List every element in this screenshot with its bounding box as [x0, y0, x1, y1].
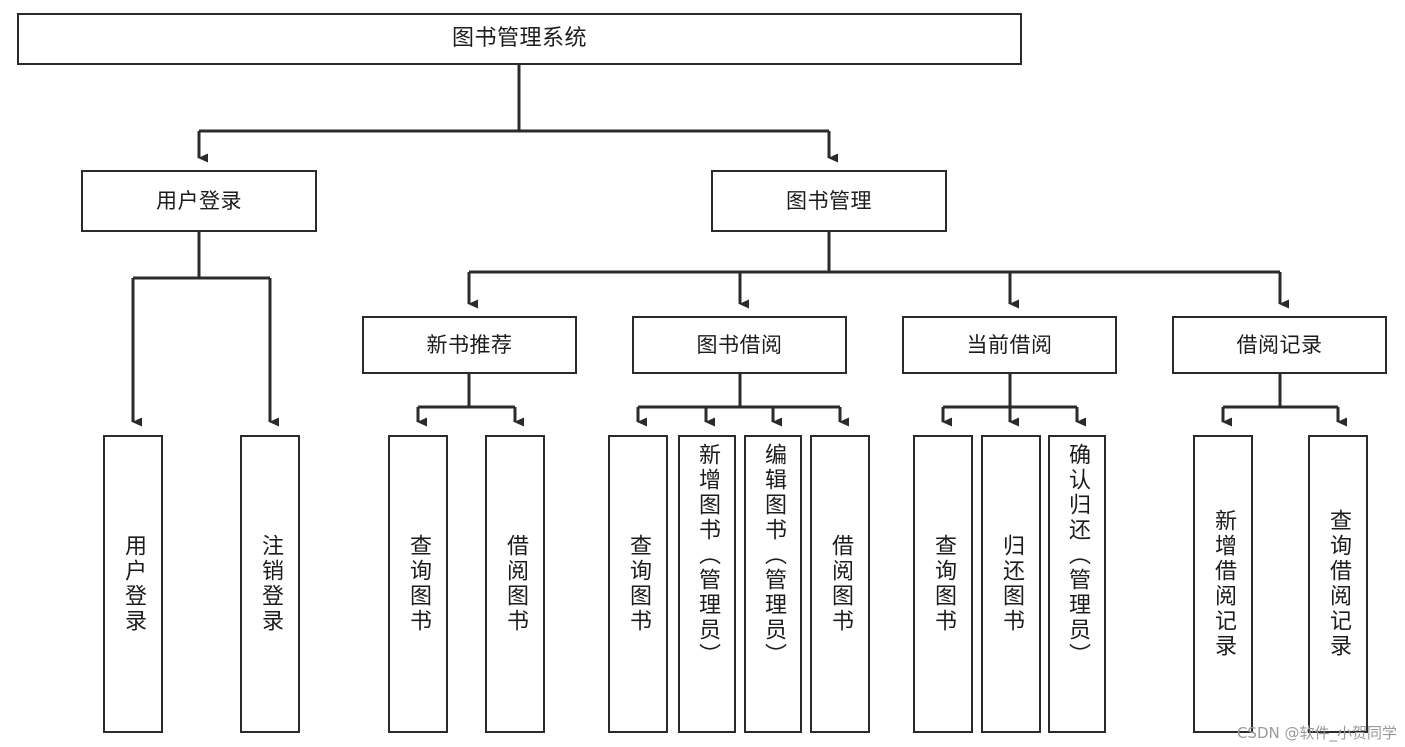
- node-leaf-query-book-recommend[interactable]: 查询图书: [388, 435, 448, 733]
- node-label: 借阅图书: [828, 534, 853, 634]
- node-leaf-edit-book[interactable]: 编辑图书（管理员）: [744, 435, 802, 733]
- node-label: 查询图书: [406, 534, 431, 634]
- node-leaf-confirm-return[interactable]: 确认归还（管理员）: [1048, 435, 1106, 733]
- node-root-system[interactable]: 图书管理系统: [17, 13, 1022, 65]
- node-label: 编辑图书（管理员）: [761, 443, 786, 668]
- node-borrow-record[interactable]: 借阅记录: [1172, 316, 1387, 374]
- node-label: 借阅记录: [1236, 332, 1323, 357]
- node-label: 用户登录: [121, 534, 146, 634]
- node-label: 新书推荐: [426, 332, 513, 357]
- node-label: 查询借阅记录: [1326, 509, 1351, 659]
- node-label: 查询图书: [931, 534, 956, 634]
- node-label: 归还图书: [999, 534, 1024, 634]
- node-new-book-recommend[interactable]: 新书推荐: [362, 316, 577, 374]
- node-leaf-query-book-current[interactable]: 查询图书: [913, 435, 973, 733]
- node-leaf-query-book-borrow[interactable]: 查询图书: [608, 435, 668, 733]
- node-leaf-borrow-book[interactable]: 借阅图书: [810, 435, 870, 733]
- node-leaf-user-login[interactable]: 用户登录: [103, 435, 163, 733]
- node-leaf-borrow-book-recommend[interactable]: 借阅图书: [485, 435, 545, 733]
- node-label: 图书管理: [786, 188, 872, 213]
- node-label: 用户登录: [156, 188, 242, 213]
- node-label: 新增借阅记录: [1211, 509, 1236, 659]
- node-label: 当前借阅: [966, 332, 1053, 357]
- node-leaf-add-record[interactable]: 新增借阅记录: [1193, 435, 1253, 733]
- node-user-login[interactable]: 用户登录: [81, 170, 317, 232]
- node-current-borrow[interactable]: 当前借阅: [902, 316, 1117, 374]
- node-leaf-query-record[interactable]: 查询借阅记录: [1308, 435, 1368, 733]
- node-book-management[interactable]: 图书管理: [711, 170, 947, 232]
- node-label: 确认归还（管理员）: [1065, 443, 1090, 668]
- node-label: 借阅图书: [503, 534, 528, 634]
- node-label: 图书管理系统: [451, 26, 587, 52]
- watermark-text: CSDN @软件_小贺同学: [1236, 724, 1397, 742]
- node-leaf-add-book[interactable]: 新增图书（管理员）: [678, 435, 736, 733]
- node-label: 注销登录: [258, 534, 283, 634]
- node-leaf-logout[interactable]: 注销登录: [240, 435, 300, 733]
- node-book-borrow[interactable]: 图书借阅: [632, 316, 847, 374]
- node-label: 新增图书（管理员）: [695, 443, 720, 668]
- node-leaf-return-book[interactable]: 归还图书: [981, 435, 1041, 733]
- node-label: 图书借阅: [696, 332, 783, 357]
- node-label: 查询图书: [626, 534, 651, 634]
